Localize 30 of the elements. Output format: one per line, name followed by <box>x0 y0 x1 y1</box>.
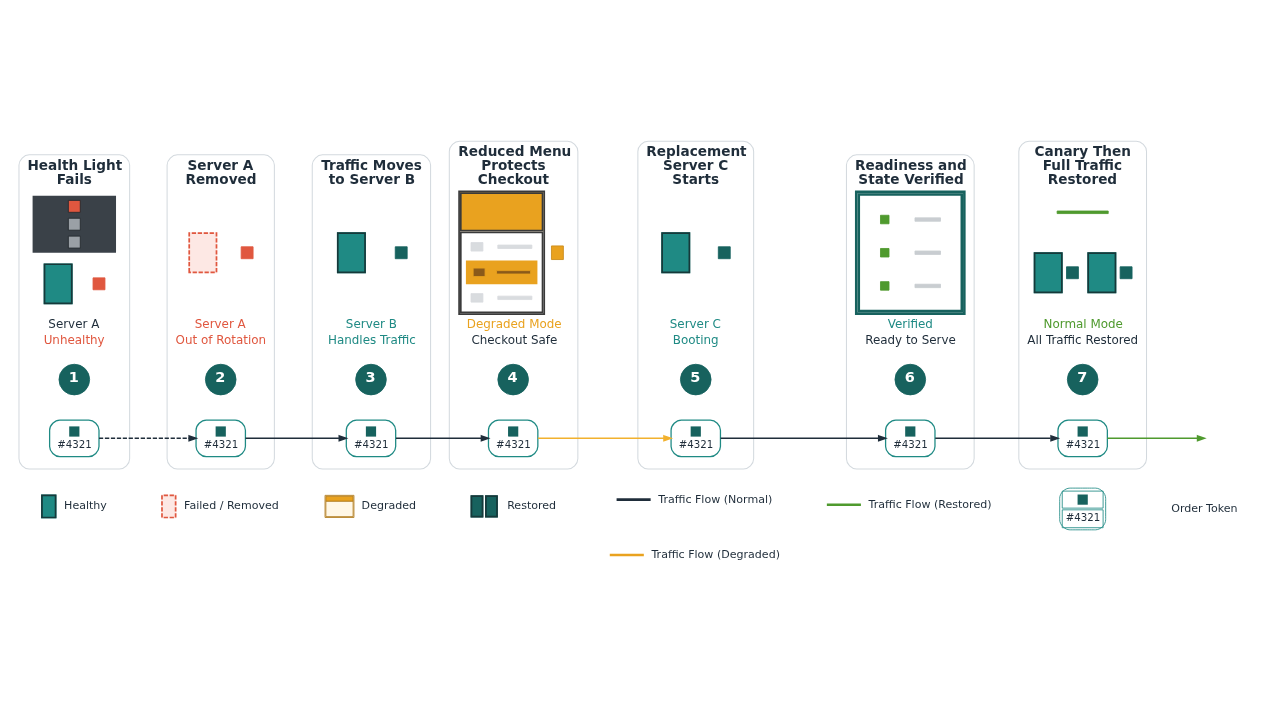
node-circle: 3 <box>355 363 387 396</box>
node-circle: 5 <box>680 363 712 396</box>
node-box: #4321 <box>670 419 722 458</box>
node-box: #4321 <box>1057 419 1108 458</box>
node-box: #4321 <box>195 419 247 458</box>
legend-label: Failed / Removed <box>184 499 279 513</box>
node-circle: 2 <box>205 363 237 396</box>
arrow <box>719 434 888 442</box>
arrow <box>934 434 1061 442</box>
label: #4321 <box>1065 512 1101 524</box>
node-box: #4321 <box>345 419 397 458</box>
node-box: #4321 <box>884 419 936 458</box>
legend-label: Restored <box>507 499 557 513</box>
node-box: #4321 <box>487 419 539 458</box>
legend-label: Traffic Flow (Normal) <box>658 492 773 506</box>
arrow <box>1106 434 1207 442</box>
legend-label: Traffic Flow (Restored) <box>868 497 992 511</box>
legend-label: Traffic Flow (Degraded) <box>651 547 780 561</box>
node-circle: 4 <box>497 363 529 396</box>
node-circle: 1 <box>58 363 91 396</box>
arrow <box>537 434 674 442</box>
legend-label: Order Token <box>1171 501 1238 515</box>
arrow <box>98 434 199 442</box>
arrow <box>395 434 491 442</box>
node-circle: 6 <box>894 363 927 396</box>
node-circle: 7 <box>1066 363 1099 396</box>
arrow <box>244 434 349 442</box>
legend-label: Degraded <box>361 499 417 513</box>
legend-label: Healthy <box>64 499 107 513</box>
node-box: #4321 <box>49 419 100 458</box>
